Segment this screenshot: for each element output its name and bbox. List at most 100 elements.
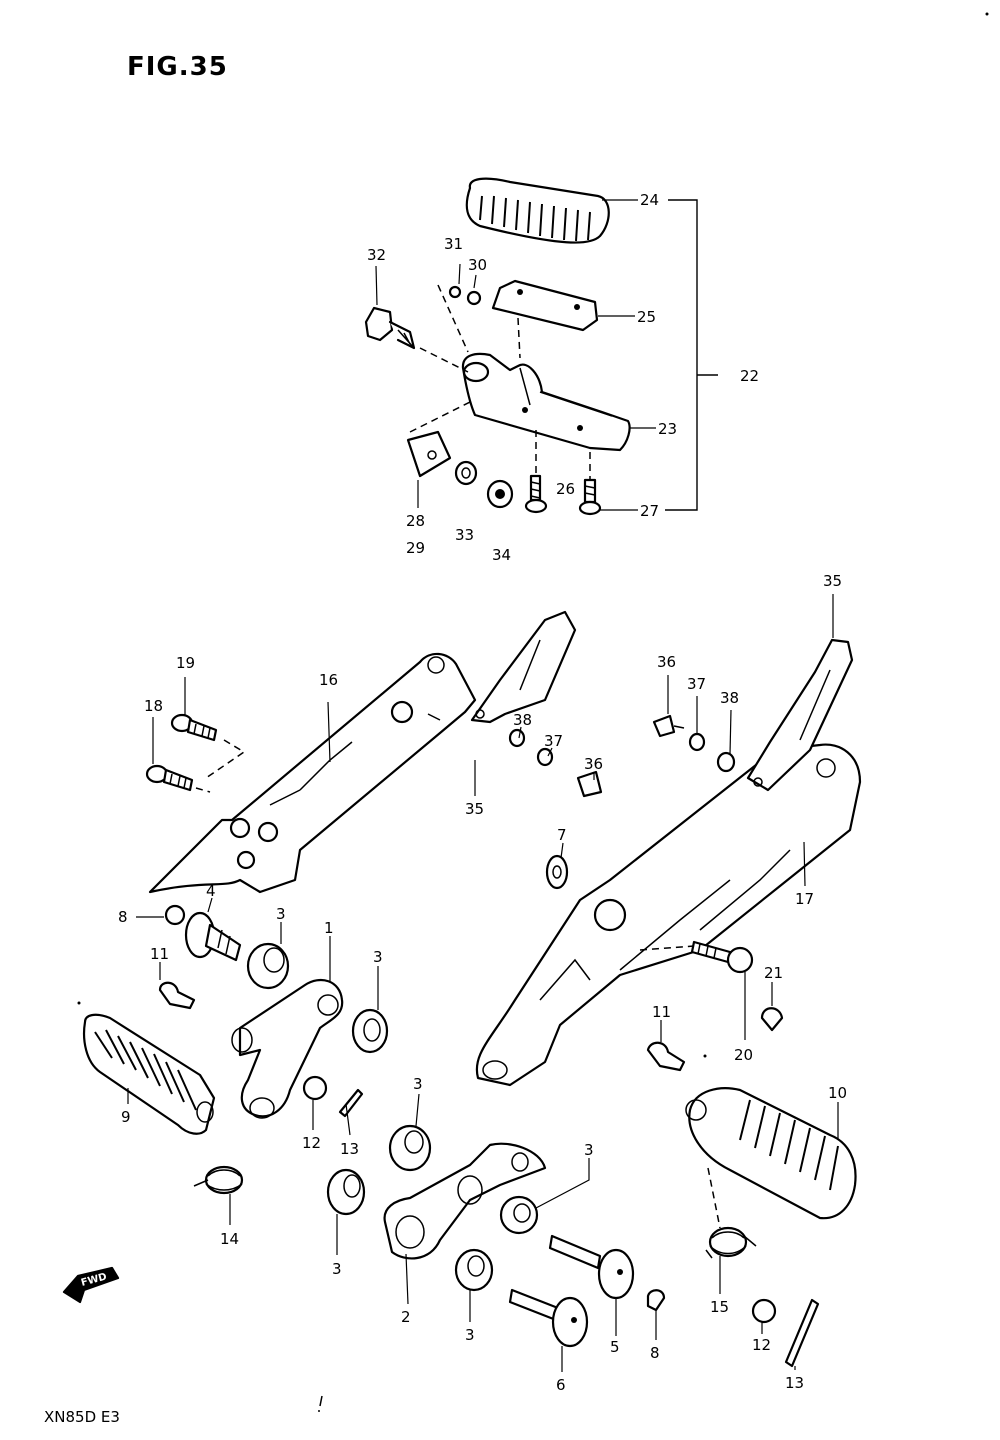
callout-label: 4 [206,882,216,900]
callout-label: 18 [144,697,163,715]
washer-icon [716,751,736,773]
bushing-icon [499,1195,539,1235]
washer-icon [545,854,569,890]
callout-label: 14 [220,1230,239,1248]
callout-label: 2 [401,1308,411,1326]
callout-label: 3 [465,1326,475,1344]
callout-label: 13 [785,1374,804,1392]
callout-label: 5 [610,1338,620,1356]
footrest-plate-icon [491,279,599,332]
bolt-icon [364,306,416,350]
callout-label: 27 [640,502,659,520]
washer-icon [448,285,462,299]
callout-label: 8 [118,908,128,926]
callout-label: 8 [650,1344,660,1362]
callout-label: 34 [492,546,511,564]
washer-icon [454,460,478,486]
clip-icon [406,430,452,478]
footrest-bracket-icon [148,652,477,894]
callout-label: 12 [302,1134,321,1152]
footrest-bracket-icon [475,743,862,1087]
callout-label: 33 [455,526,474,544]
bolt-icon [690,940,754,974]
footrest-rubber-icon [83,1013,216,1135]
callout-label: 30 [468,256,487,274]
callout-label: 3 [584,1141,594,1159]
callout-label: 3 [276,905,286,923]
callout-label: 21 [764,964,783,982]
washer-icon [302,1075,328,1101]
callout-label: 31 [444,235,463,253]
speck [318,1395,323,1412]
cap-icon [760,1007,784,1032]
link-arm-icon [231,978,344,1119]
callout-label: 10 [828,1084,847,1102]
bolt-icon [576,770,603,798]
callout-label: 26 [556,480,575,498]
callout-label: 28 [406,512,425,530]
nut-icon [688,732,706,752]
footrest-plate-icon [746,638,854,792]
callout-label: 23 [658,420,677,438]
model-code: XN85D E3 [44,1408,120,1426]
callout-label: 3 [332,1260,342,1278]
callout-label: 15 [710,1298,729,1316]
cap-icon [646,1041,686,1072]
nut-icon [536,747,554,767]
footrest-rubber-icon [465,177,610,244]
cotter-pin-icon [784,1298,820,1368]
callout-label: 13 [340,1140,359,1158]
callout-label: 29 [406,539,425,557]
leader-lines [127,199,839,1372]
pivot-pin-icon [508,1288,589,1348]
callout-label: 17 [795,890,814,908]
callout-label: 7 [557,826,567,844]
callout-label: 12 [752,1336,771,1354]
callout-label: 35 [465,800,484,818]
callout-label: 3 [373,948,383,966]
figure-title: FIG.35 [127,52,228,82]
pivot-pin-icon [548,1234,635,1300]
link-arm-icon [383,1142,547,1260]
bolt-icon [578,478,602,516]
speck [77,1001,81,1005]
callout-label: 24 [640,191,659,209]
cap-icon [646,1289,666,1312]
callout-label: 36 [657,653,676,671]
callout-label: 16 [319,671,338,689]
callout-label: 32 [367,246,386,264]
callout-numbers: 24 22 31 30 32 25 23 26 27 28 29 33 34 3… [118,191,847,1394]
bolt-icon [170,713,218,742]
cotter-pin-icon [338,1088,364,1118]
bushing-icon [246,942,290,990]
bolt-icon [145,764,194,792]
callout-label: 3 [413,1075,423,1093]
callout-label: 9 [121,1108,131,1126]
washer-icon [508,728,526,748]
speck [985,12,989,16]
callout-label: 37 [544,732,563,750]
spring-icon [705,1226,757,1259]
callout-label: 37 [687,675,706,693]
callout-label: 35 [823,572,842,590]
nut-icon [466,290,482,306]
callout-label: 20 [734,1046,753,1064]
bushing-icon [388,1124,432,1172]
callout-label: 36 [584,755,603,773]
bolt-icon [524,474,548,514]
callout-label: 11 [652,1003,671,1021]
washer-icon [751,1298,777,1324]
callout-label: 22 [740,367,759,385]
callout-label: 38 [720,689,739,707]
bolt-icon [652,714,685,738]
fwd-arrow-icon: FWD [62,1266,120,1304]
callout-label: 38 [513,711,532,729]
pivot-pin-icon [184,911,242,962]
spring-icon [193,1165,244,1195]
cap-icon [158,981,196,1010]
callout-label: 1 [324,919,334,937]
callout-label: 11 [150,945,169,963]
nut-icon [164,904,186,926]
footrest-plate-icon [470,610,577,724]
